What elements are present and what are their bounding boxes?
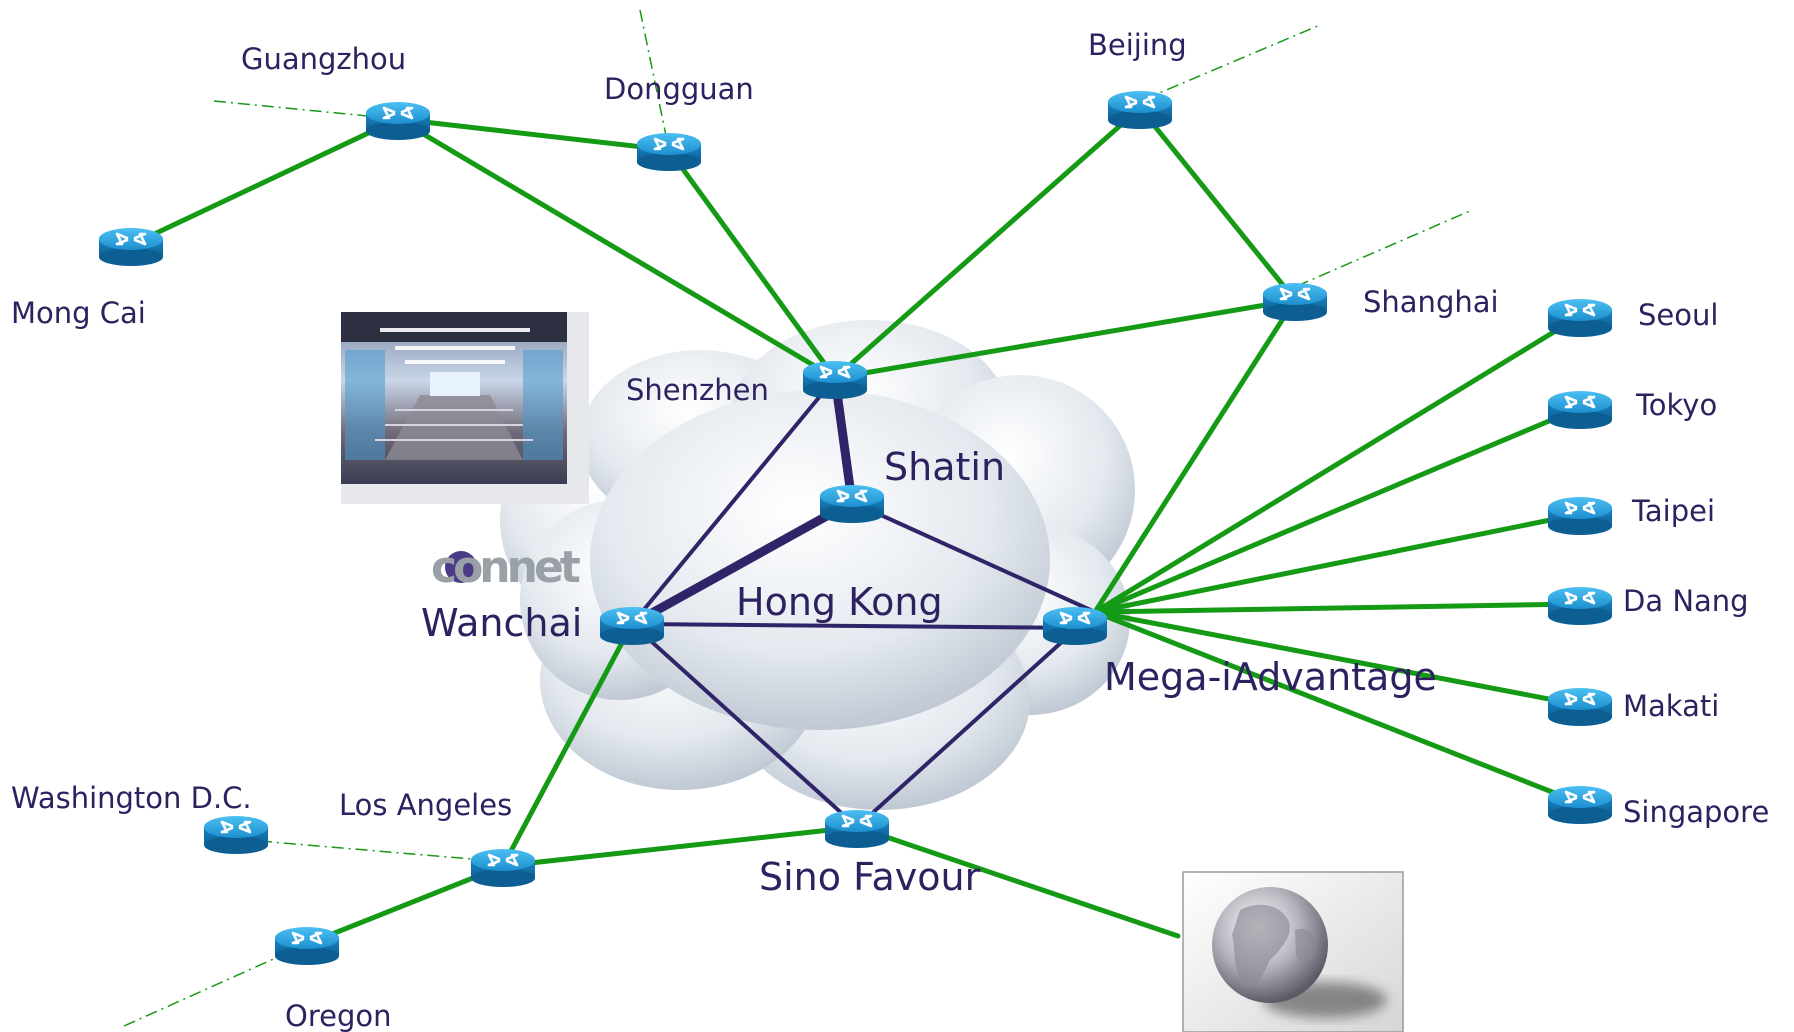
link-losangeles-oregon: [304, 863, 506, 947]
router-taipei-icon[interactable]: [1546, 495, 1614, 537]
router-dongguan-icon[interactable]: [635, 131, 703, 173]
node-labels: Guangzhou Dongguan Beijing Mong Cai Shan…: [11, 28, 1769, 1032]
label-dongguan: Dongguan: [604, 72, 754, 106]
label-sinofavour: Sino Favour: [759, 855, 981, 899]
label-wanchai: Wanchai: [421, 601, 582, 645]
connet-logo: connet: [431, 542, 585, 593]
link-losangeles-sinofavour: [500, 824, 860, 869]
router-beijing-icon[interactable]: [1106, 89, 1174, 131]
link-shatin-mega: [850, 500, 1097, 614]
router-singapore-icon[interactable]: [1546, 784, 1614, 826]
label-danang: Da Nang: [1623, 584, 1749, 618]
datacenter-photo: [341, 312, 589, 504]
dashed-link-oregon-southwest: [123, 943, 308, 1027]
label-singapore: Singapore: [1623, 795, 1769, 829]
link-shenzhen-wanchai: [630, 376, 837, 626]
label-makati: Makati: [1623, 689, 1719, 723]
link-dongguan-shenzhen: [666, 147, 838, 381]
router-washington-icon[interactable]: [202, 814, 270, 856]
router-guangzhou-icon[interactable]: [364, 100, 432, 142]
dashed-link-shanghai-east: [1296, 209, 1473, 287]
link-wanchai-mega: [630, 622, 1097, 630]
link-guangzhou-dongguan: [395, 116, 672, 153]
label-beijing: Beijing: [1088, 28, 1187, 62]
label-guangzhou: Guangzhou: [241, 42, 406, 76]
router-wanchai-icon[interactable]: [598, 605, 666, 647]
router-shatin-icon[interactable]: [818, 483, 886, 525]
router-shenzhen-icon[interactable]: [801, 359, 869, 401]
router-seoul-icon[interactable]: [1546, 297, 1614, 339]
label-oregon: Oregon: [285, 999, 391, 1032]
router-sinofavour-icon[interactable]: [823, 808, 891, 850]
router-mega-icon[interactable]: [1041, 605, 1109, 647]
router-shanghai-icon[interactable]: [1261, 281, 1329, 323]
router-oregon-icon[interactable]: [273, 925, 341, 967]
dashed-link-beijing-east: [1144, 24, 1321, 100]
link-beijing-shanghai: [1137, 105, 1298, 303]
label-losangeles: Los Angeles: [339, 788, 512, 822]
label-taipei: Taipei: [1631, 494, 1715, 528]
dashed-link-washington-la: [235, 838, 496, 862]
label-shanghai: Shanghai: [1363, 285, 1499, 319]
link-shenzhen-shanghai: [832, 297, 1298, 381]
router-tokyo-icon[interactable]: [1546, 389, 1614, 431]
link-wanchai-sinofavour: [630, 622, 859, 829]
link-mega-singapore: [1092, 609, 1583, 806]
link-mongcai-guangzhou: [128, 116, 401, 248]
link-mega-danang: [1092, 601, 1583, 615]
label-mongcai: Mong Cai: [11, 296, 146, 330]
link-shanghai-mega: [1092, 297, 1298, 615]
link-mega-sinofavour: [855, 610, 1097, 829]
link-shatin-wanchai: [627, 497, 857, 629]
link-beijing-shenzhen: [832, 105, 1143, 381]
label-seoul: Seoul: [1638, 298, 1718, 332]
label-shatin: Shatin: [884, 445, 1005, 489]
router-makati-icon[interactable]: [1546, 686, 1614, 728]
green-links: [128, 105, 1583, 947]
logo-text: connet: [431, 542, 581, 593]
link-mega-tokyo: [1092, 405, 1583, 615]
label-shenzhen: Shenzhen: [626, 373, 769, 407]
purple-links: [627, 373, 1097, 829]
link-mega-makati: [1092, 609, 1583, 708]
router-mongcai-icon[interactable]: [97, 226, 165, 268]
label-mega-iadvantage: Mega-iAdvantage: [1104, 655, 1437, 699]
router-losangeles-icon[interactable]: [469, 847, 537, 889]
link-mega-seoul: [1092, 313, 1583, 615]
label-tokyo: Tokyo: [1635, 388, 1717, 422]
label-hongkong: Hong Kong: [736, 580, 943, 624]
link-wanchai-losangeles: [500, 621, 635, 869]
router-danang-icon[interactable]: [1546, 585, 1614, 627]
link-guangzhou-shenzhen: [395, 116, 838, 381]
globe-image: [1182, 871, 1404, 1032]
link-sinofavour-globe: [854, 824, 1181, 939]
label-washington: Washington D.C.: [11, 781, 252, 815]
link-mega-taipei: [1092, 511, 1583, 615]
